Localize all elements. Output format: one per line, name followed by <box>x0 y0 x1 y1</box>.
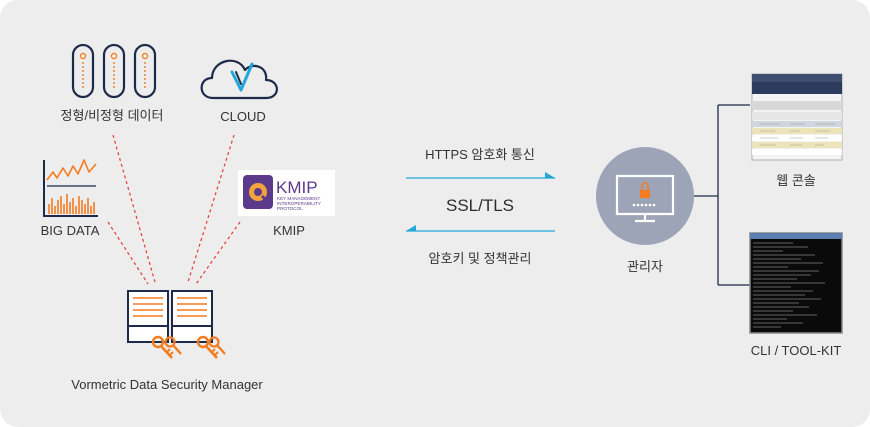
label-ssl-tls: SSL/TLS <box>445 196 515 215</box>
label-admin: 관리자 <box>627 259 663 274</box>
label-security-manager: Vormetric Data Security Manager <box>71 377 263 392</box>
label-kmip: KMIP <box>273 223 305 238</box>
label-structured-data: 정형/비정형 데이터 <box>60 108 164 123</box>
label-web-console: 웹 콘솔 <box>776 173 816 188</box>
connector-cloud <box>187 134 235 283</box>
web-console-screen <box>751 73 843 161</box>
server-rack-icon <box>71 43 157 99</box>
cli-terminal-screen <box>749 232 843 334</box>
key-icon <box>151 335 182 359</box>
kmip-logo-line1: KEY MANAGEMENT <box>277 196 321 201</box>
label-key-policy: 암호키 및 정책관리 <box>428 251 532 266</box>
admin-monitor-icon <box>596 147 694 245</box>
label-cli-toolkit: CLI / TOOL-KIT <box>750 343 842 358</box>
key-icon <box>196 335 226 359</box>
kmip-logo-line2: INTEROPERABILITY <box>277 201 321 206</box>
kmip-logo-line3: PROTOCOL <box>277 206 303 211</box>
dashed-connectors <box>107 134 241 285</box>
connector-big-data <box>107 221 149 285</box>
client-bracket <box>694 104 750 286</box>
key-policy-arrow <box>406 225 555 232</box>
connector-structured-data <box>112 134 156 283</box>
https-arrow <box>406 172 555 179</box>
security-manager-icon <box>127 290 226 359</box>
label-cloud: CLOUD <box>220 109 266 124</box>
label-https: HTTPS 암호화 통신 <box>425 147 535 162</box>
cli-text-lines <box>753 242 825 328</box>
big-data-chart-icon <box>43 159 98 217</box>
label-big-data: BIG DATA <box>40 223 100 238</box>
kmip-logo: KMIP KEY MANAGEMENT INTEROPERABILITY PRO… <box>238 170 335 216</box>
kmip-logo-word: KMIP <box>276 178 318 197</box>
cloud-icon <box>200 59 278 100</box>
connector-kmip <box>195 221 241 285</box>
